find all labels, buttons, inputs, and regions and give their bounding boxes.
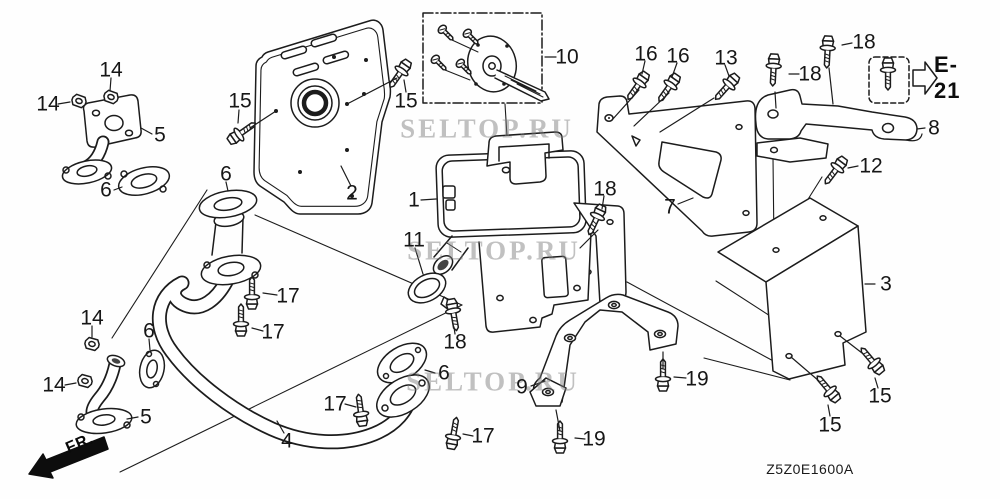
part-callout-6: 6 [143,319,155,343]
muffler-protector-drawing [253,19,392,215]
part-callout-16: 16 [634,42,658,66]
e21-reference-label: E-21 [934,52,961,103]
e21-reference-drawing [868,56,938,104]
part-callout-17: 17 [276,284,300,308]
part-callout-7: 7 [664,195,676,219]
part-callout-8: 8 [928,116,940,140]
part-callout-11: 11 [403,228,425,252]
watermark-text: SELTOP.RU [407,235,581,266]
part-callout-15: 15 [228,89,252,113]
part-callout-14: 14 [99,58,123,82]
exhaust-pipe-drawing [151,189,430,450]
vent-slots [280,33,350,77]
muffler-cover-drawing [717,137,867,380]
part-callout-14: 14 [36,92,60,116]
exhaust-joint-top-drawing [61,88,171,196]
part-callout-5: 5 [154,123,166,147]
front-direction-arrow [28,436,109,479]
part-callout-10: 10 [555,45,579,69]
part-callout-6: 6 [220,162,232,186]
part-callout-19: 19 [582,427,606,451]
part-callout-14: 14 [42,373,66,397]
part-callout-2: 2 [346,181,358,205]
part-callout-17: 17 [323,392,347,416]
diagram-part-code: Z5Z0E1600A [766,461,854,477]
part-callout-18: 18 [798,62,822,86]
part-callout-18: 18 [443,330,467,354]
watermark-text: SELTOP.RU [406,366,580,397]
part-callout-3: 3 [880,272,892,296]
muffler-drawing [432,131,627,333]
part-callout-6: 6 [438,361,450,385]
leader-lines [57,42,926,440]
part-callout-15: 15 [394,89,418,113]
part-callout-17: 17 [471,424,495,448]
part-callout-9: 9 [516,375,528,399]
bracket-drawing [596,95,758,237]
part-callout-4: 4 [281,429,293,453]
part-callout-18: 18 [593,177,617,201]
part-callout-14: 14 [80,306,104,330]
part-callout-12: 12 [859,154,883,178]
part-callout-1: 1 [408,188,420,212]
spark-arrester-kit-box [422,12,550,104]
part-callout-17: 17 [261,320,285,344]
part-callout-13: 13 [714,46,738,70]
protector-holes [274,55,368,198]
part-callout-15: 15 [868,384,892,408]
exhaust-joint-bottom-drawing [75,336,166,435]
part-callout-6: 6 [100,178,112,202]
muffler-stay-drawing [529,293,679,407]
watermark-text: SELTOP.RU [400,113,574,144]
part-callout-19: 19 [685,367,709,391]
part-callout-15: 15 [818,413,842,437]
part-callout-18: 18 [852,30,876,54]
part-callout-16: 16 [666,44,690,68]
strap-bracket-drawing [754,88,923,142]
part-callout-5: 5 [140,405,152,429]
